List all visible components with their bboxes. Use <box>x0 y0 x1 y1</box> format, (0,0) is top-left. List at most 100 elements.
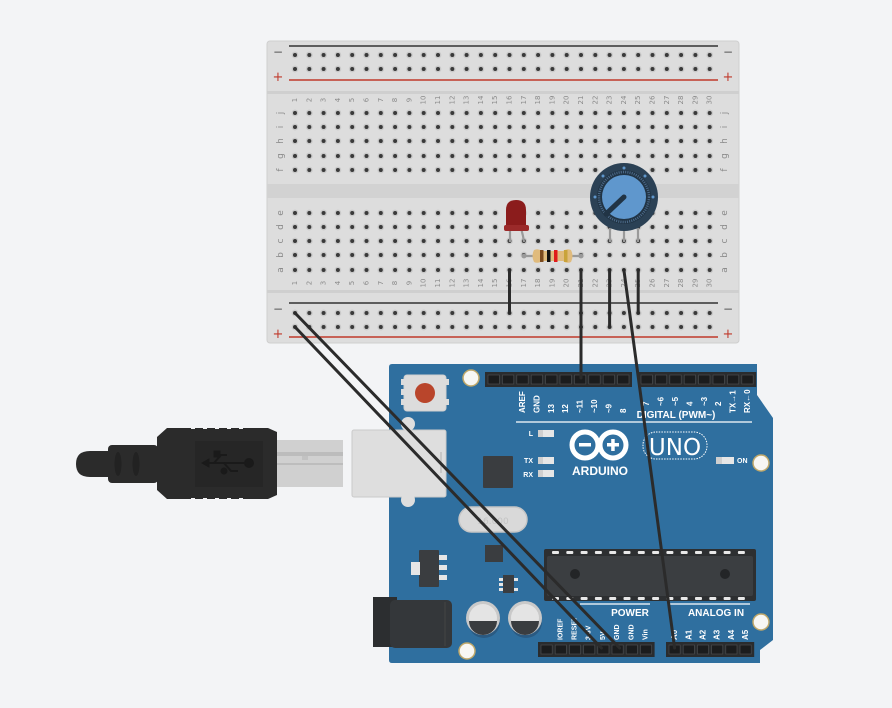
hole-b3-center <box>321 253 326 257</box>
hole-g16-center <box>507 154 512 158</box>
arduino-uno-board[interactable]: 16.000 <box>351 364 773 663</box>
capacitor <box>508 601 542 638</box>
power-header-pin[interactable] <box>597 644 610 655</box>
digital-header-left-pin[interactable] <box>530 374 543 385</box>
rail-hole-center <box>664 53 669 57</box>
pin-label-33v: 3.3V <box>586 625 593 640</box>
power-header-pin[interactable] <box>540 644 553 655</box>
hole-h11-center <box>436 139 440 143</box>
hole-h28-center <box>679 139 684 143</box>
wire-5v-rail[interactable] <box>293 325 603 650</box>
reset-button[interactable] <box>401 374 449 412</box>
power-header-pin[interactable] <box>625 644 638 655</box>
digital-header-left-pin[interactable] <box>502 374 515 385</box>
hole-h17-center <box>521 139 526 143</box>
rail-hole-center <box>607 53 612 57</box>
pin-label-11: ~11 <box>576 399 585 413</box>
potentiometer[interactable] <box>590 163 658 242</box>
digital-header-right-pin[interactable] <box>741 374 754 385</box>
hole-d14-center <box>478 225 483 229</box>
pin-label-5v: 5V <box>600 631 607 640</box>
digital-header-right-pin[interactable] <box>727 374 740 385</box>
usb-cable[interactable] <box>76 426 343 501</box>
digital-header-left-pin[interactable] <box>559 374 572 385</box>
analog-header-pin[interactable] <box>697 644 709 655</box>
hole-a29-center <box>693 268 698 272</box>
red-led[interactable] <box>504 200 529 243</box>
digital-header-left-pin[interactable] <box>617 374 630 385</box>
rail-hole-center <box>707 53 712 57</box>
hole-a15-center <box>493 268 498 272</box>
wire-pot-a0[interactable] <box>622 268 677 650</box>
power-header-pin[interactable] <box>554 644 567 655</box>
hole-f27-center <box>664 168 669 172</box>
hole-j24-center <box>621 111 626 115</box>
digital-header-left-pin[interactable] <box>516 374 529 385</box>
digital-header-right-pin[interactable] <box>698 374 711 385</box>
digital-header-right-pin[interactable] <box>683 374 696 385</box>
rail-hole-center <box>464 67 469 71</box>
hole-e19-center <box>550 211 555 215</box>
column-label-18: 18 <box>534 279 542 288</box>
digital-header-right-pin[interactable] <box>669 374 682 385</box>
hole-g21-center <box>579 154 583 158</box>
digital-header-right-pin[interactable] <box>712 374 725 385</box>
resistor[interactable] <box>521 249 584 263</box>
analog-header-pin[interactable] <box>711 644 724 655</box>
power-header-pin[interactable] <box>640 644 652 655</box>
digital-header-right-pin[interactable] <box>655 374 668 385</box>
hole-e7-center <box>378 211 383 215</box>
hole-a5-center <box>350 268 355 272</box>
column-label-28: 28 <box>677 96 685 105</box>
hole-d19-center <box>550 225 555 229</box>
pin-label-a2: A2 <box>699 629 708 640</box>
rail-hole-center <box>521 325 526 329</box>
hole-j29-center <box>693 111 698 115</box>
breadboard-holes[interactable] <box>291 51 714 331</box>
hole-i6-center <box>364 125 369 129</box>
hole-j27-center <box>664 111 669 115</box>
analog-header-pin[interactable] <box>725 644 738 655</box>
usb-chip <box>483 456 513 488</box>
hole-i3-center <box>321 125 326 129</box>
rail-hole-center <box>307 311 312 315</box>
column-label-21: 21 <box>577 96 585 105</box>
pin-label-gnd: GND <box>532 395 541 413</box>
hole-g15-center <box>493 154 498 158</box>
hole-d7-center <box>378 225 383 229</box>
chip-pin <box>594 551 602 554</box>
hole-i23-center <box>607 125 612 129</box>
rail-hole-center <box>664 67 669 71</box>
row-label-j: j <box>276 112 286 116</box>
bottom-right-plus-label: + <box>723 327 734 342</box>
power-header-pin[interactable] <box>583 644 596 655</box>
hole-i15-center <box>493 125 498 129</box>
pin-label-5: ~5 <box>671 396 680 406</box>
hole-c9-center <box>407 239 412 243</box>
hole-e21-center <box>579 211 583 215</box>
hole-a10-center <box>421 268 426 272</box>
rail-hole-center <box>493 67 498 71</box>
rail-hole-center <box>593 67 598 71</box>
digital-header-left-pin[interactable] <box>487 374 500 385</box>
analog-header-pin[interactable] <box>682 644 695 655</box>
hole-b24-center <box>621 253 626 257</box>
hole-h27-center <box>664 139 669 143</box>
power-header-pin[interactable] <box>569 644 581 655</box>
hole-b8-center <box>393 253 398 257</box>
digital-header-left-pin[interactable] <box>545 374 558 385</box>
hole-d3-center <box>321 225 326 229</box>
wire-gnd-rail[interactable] <box>293 311 622 650</box>
rail-hole-center <box>307 53 312 57</box>
column-label-3: 3 <box>320 98 328 102</box>
wires[interactable] <box>293 268 677 650</box>
digital-header-right-pin[interactable] <box>640 374 653 385</box>
column-label-20: 20 <box>563 279 571 288</box>
analog-header-pin[interactable] <box>739 644 752 655</box>
rail-hole-center <box>321 53 326 57</box>
digital-header-left-pin[interactable] <box>602 374 615 385</box>
hole-b10-center <box>421 253 426 257</box>
digital-header-left-pin[interactable] <box>588 374 601 385</box>
